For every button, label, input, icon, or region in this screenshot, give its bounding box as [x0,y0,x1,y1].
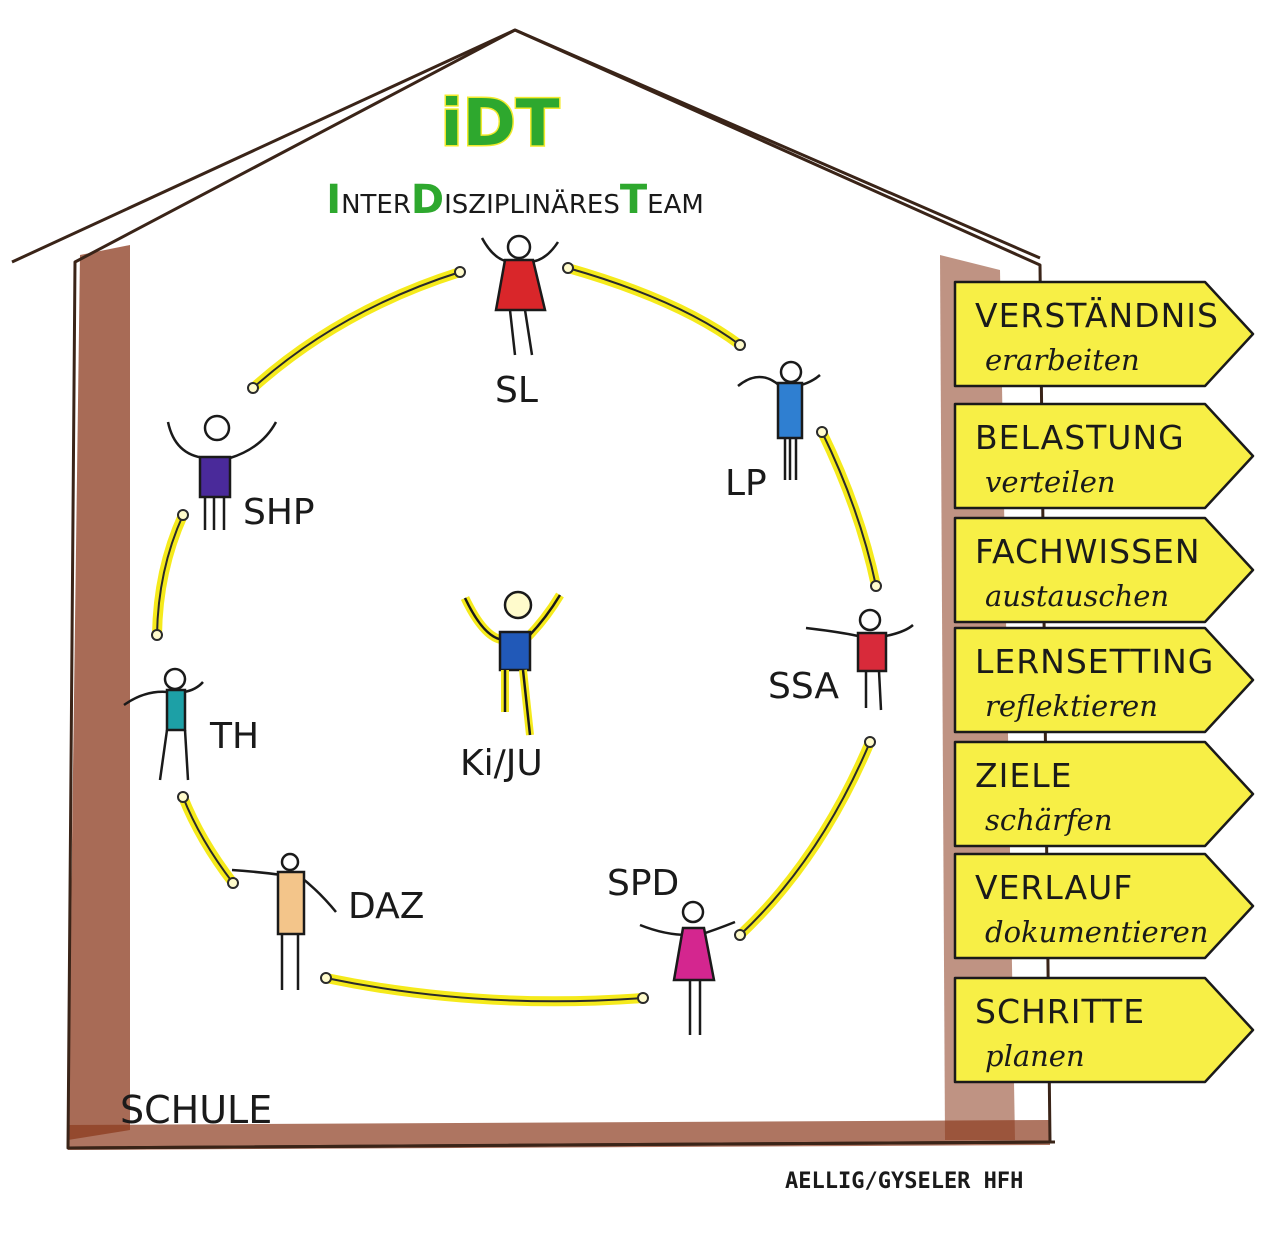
sign-sub-label: verteilen [985,465,1116,499]
sl-shirt [494,258,547,312]
label-sl: SL [495,370,538,411]
figure-ssa [805,608,914,711]
spd-shirt [672,926,716,982]
house-label: SCHULE [120,1088,272,1132]
connector-daz-th [178,792,238,888]
sign-sub-label: reflektieren [985,689,1158,723]
center-shirt [498,630,532,672]
title-part: EAM [647,190,704,220]
sign-main-label: VERSTÄNDNIS [975,296,1219,335]
sign-4: LERNSETTING reflektieren [953,626,1255,734]
title-part: I [326,177,341,223]
sign-main-label: BELASTUNG [975,418,1185,457]
title: iDT INTERDISZIPLINÄRESTEAM [326,86,704,224]
figure-sl [480,234,560,356]
sign-board [953,516,1255,624]
th-shirt [165,688,187,732]
sign-board [953,280,1255,388]
ssa-shirt [856,631,888,673]
title-part: NTER [341,190,411,220]
sign-sub-label: planen [985,1039,1085,1073]
house-floor [67,1140,1056,1150]
connector-ssa-spd [735,737,875,940]
sign-1: VERSTÄNDNIS erarbeiten [953,280,1255,388]
house-roof-right [514,28,1041,260]
connector-lp-ssa [817,427,881,591]
credit: AELLIG/GYSELER HFH [785,1169,1023,1194]
sign-5: ZIELE schärfen [953,740,1255,848]
sign-sub-label: dokumentieren [985,915,1208,949]
figure-lp [737,360,821,480]
connector-knots [151,262,882,1004]
label-lp: LP [725,463,767,504]
house-wall-fill-left [68,245,130,1140]
sign-board [953,402,1255,510]
sign-main-label: ZIELE [975,756,1072,795]
lp-shirt [776,381,804,440]
connector-shp-sl [248,267,465,393]
sign-sub-label: schärfen [985,803,1113,837]
sign-main-label: SCHRITTE [975,992,1145,1031]
sign-board [953,852,1255,960]
sign-main-label: LERNSETTING [975,642,1214,681]
sign-sub-label: austauschen [985,579,1169,613]
label-daz: DAZ [348,886,424,927]
daz-shirt [276,870,306,936]
title-full: INTERDISZIPLINÄRESTEAM [326,177,704,223]
label-shp: SHP [243,492,315,533]
house-roof-left [11,28,516,264]
label-spd: SPD [607,863,679,904]
figure-th [123,667,204,781]
title-abbr: iDT [441,87,560,161]
connector-spd-daz [321,973,648,1007]
shp-shirt [198,455,232,499]
label-th: TH [209,716,259,757]
sign-3: FACHWISSEN austauschen [953,516,1255,624]
sign-board [953,976,1255,1084]
title-part: ISZIPLINÄRES [444,188,620,220]
connector-lines [156,267,877,1003]
sign-6: VERLAUF dokumentieren [953,852,1255,960]
sign-board [953,740,1255,848]
connector-sl-lp [563,263,745,350]
sign-main-label: VERLAUF [975,868,1133,907]
figure-shp [166,414,278,530]
figure-spd [639,900,736,1035]
sign-board [953,626,1255,734]
figure-center [460,590,564,736]
sign-sub-label: erarbeiten [985,343,1140,377]
sign-7: SCHRITTE planen [953,976,1255,1084]
label-ssa: SSA [768,666,839,707]
sign-2: BELASTUNG verteilen [953,402,1255,510]
title-part: T [620,177,648,223]
figure-daz [231,852,337,990]
title-part: D [411,177,444,223]
connector-th-shp [152,510,188,640]
sign-main-label: FACHWISSEN [975,532,1201,571]
label-center: Ki/JU [460,743,543,784]
